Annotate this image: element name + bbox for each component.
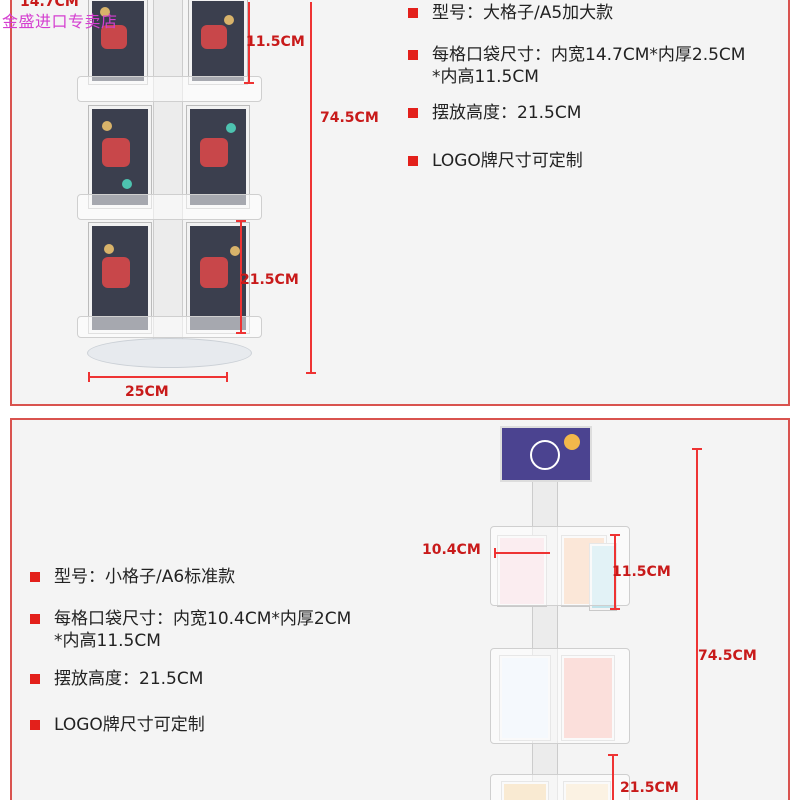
spec-logo-board: LOGO牌尺寸可定制 — [408, 150, 583, 172]
dim-line-tier-height — [612, 754, 614, 800]
small-rack-panel: 型号：小格子/A6标准款 每格口袋尺寸：内宽10.4CM*内厚2CM *内高11… — [10, 418, 790, 800]
dim-line-total-height — [310, 2, 312, 374]
bullet-square-icon — [408, 50, 418, 60]
dim-base-width-label: 25CM — [125, 384, 169, 400]
small-rack-illustration — [490, 426, 630, 800]
dim-line-base-width — [88, 376, 228, 378]
dim-total-height-label: 74.5CM — [698, 648, 757, 664]
spec-display-height: 摆放高度：21.5CM — [30, 668, 203, 690]
shop-watermark: 金盛进口专卖店 — [2, 12, 118, 31]
bullet-square-icon — [30, 572, 40, 582]
dim-tier-height-label: 21.5CM — [240, 272, 299, 288]
postcard — [89, 0, 147, 84]
dim-line-pocket-height — [614, 534, 616, 610]
logo-board — [500, 426, 592, 482]
bullet-square-icon — [408, 108, 418, 118]
large-rack-panel: 14.7CM 11.5CM 74.5CM 21.5CM 25CM 型号：大格子/… — [10, 0, 790, 406]
postcard — [187, 106, 249, 208]
bullet-square-icon — [408, 156, 418, 166]
large-rack-illustration — [77, 0, 262, 378]
spec-pocket-size: 每格口袋尺寸：内宽14.7CM*内厚2.5CM *内高11.5CM — [408, 44, 745, 88]
dim-line-tier-height — [240, 220, 242, 332]
spec-model: 型号：小格子/A6标准款 — [30, 566, 235, 588]
spec-logo-board: LOGO牌尺寸可定制 — [30, 714, 205, 736]
postcard — [89, 223, 151, 333]
spec-display-height: 摆放高度：21.5CM — [408, 102, 581, 124]
dim-top-cut-label: 14.7CM — [20, 0, 79, 10]
wire-pocket — [490, 648, 630, 744]
rack-pole — [153, 0, 183, 348]
spec-model: 型号：大格子/A5加大款 — [408, 2, 613, 24]
dim-line-pocket-width — [494, 552, 550, 554]
dim-line-total-height — [696, 448, 698, 800]
postcard — [89, 106, 151, 208]
postcard — [189, 0, 247, 84]
bullet-square-icon — [30, 720, 40, 730]
wire-pocket — [77, 316, 262, 338]
dim-pocket-height-label: 11.5CM — [612, 564, 671, 580]
spec-pocket-size: 每格口袋尺寸：内宽10.4CM*内厚2CM *内高11.5CM — [30, 608, 351, 652]
dim-tier-height-label: 21.5CM — [620, 780, 679, 796]
dim-pocket-width-label: 10.4CM — [422, 542, 481, 558]
wire-pocket — [77, 194, 262, 220]
dim-pocket-height-label: 11.5CM — [246, 34, 305, 50]
rack-base — [87, 338, 252, 368]
wire-pocket — [77, 76, 262, 102]
postcard — [187, 223, 249, 333]
wire-pocket — [490, 774, 630, 800]
bullet-square-icon — [408, 8, 418, 18]
dim-line-pocket-height — [248, 2, 250, 82]
bullet-square-icon — [30, 614, 40, 624]
dim-total-height-label: 74.5CM — [320, 110, 379, 126]
bullet-square-icon — [30, 674, 40, 684]
wire-pocket — [490, 526, 630, 606]
